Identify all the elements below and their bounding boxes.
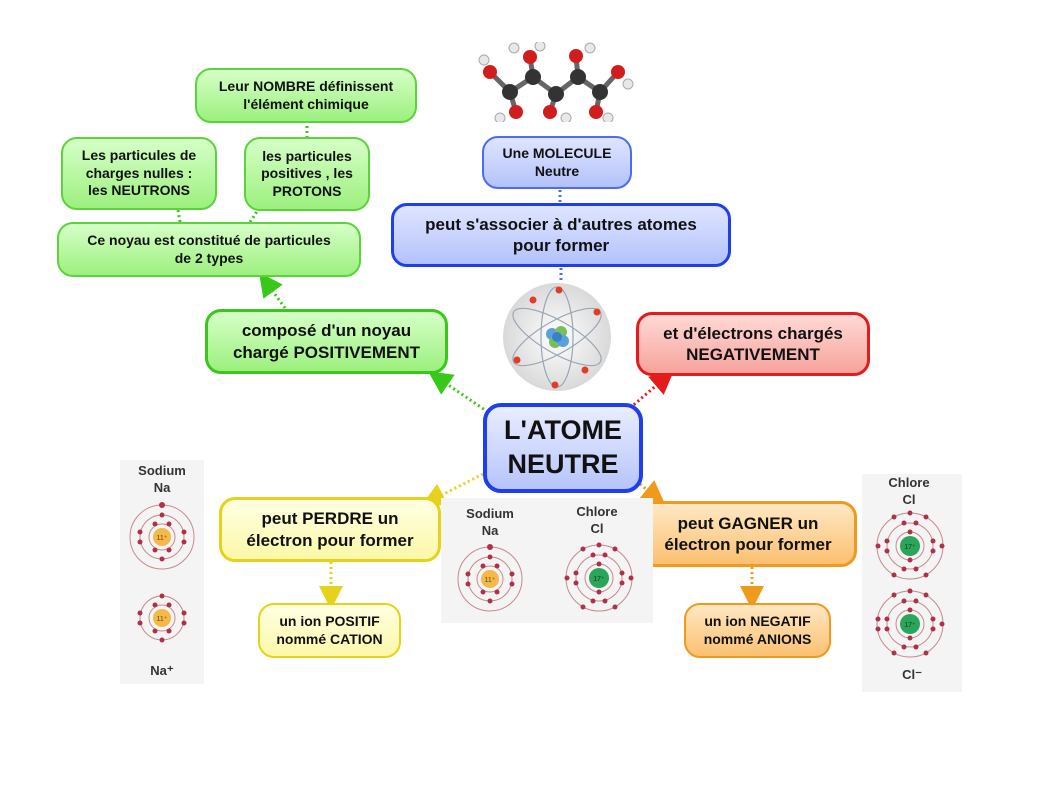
mid-sodium-charge-label: 11⁺ [485,577,496,584]
left-sodium-ion-label: Na⁺ [150,663,174,678]
noyau-types-node: Ce noyau est constitué de particules de … [57,222,361,277]
sodium-ion-charge-label: 11⁺ [157,616,168,623]
mid-chlore-charge-label: 17⁺ [593,576,605,583]
neutrons-node: Les particules de charges nulles : les N… [61,137,217,210]
line-compose-noyau [258,272,287,309]
chlore-ion-shell-diagram: 17⁺ [875,588,945,658]
gagner-node: peut GAGNER un électron pour former [639,501,857,567]
compose-node: composé d'un noyau chargé POSITIVEMENT [205,309,448,374]
left-sodium-label: Sodium Na [138,463,186,495]
sodium-shell-diagram: 11⁺ [129,502,195,570]
line-noyau-neutrons [176,209,182,223]
line-center-gagner [639,480,666,505]
protons-node: les particules positives , les PROTONS [244,137,370,211]
nombre-node: Leur NOMBRE définissent l'élément chimiq… [195,68,417,123]
sodium-ion-shell-diagram: 11⁺ [137,593,187,643]
atome-neutre-center: L'ATOME NEUTRE [483,403,643,493]
glucose-molecule-illustration [478,42,634,122]
mid-chlore-shell-diagram: 17⁺ [564,542,634,612]
sodium-chlore-panel [441,498,653,623]
line-center-electrons [629,370,675,410]
associer-node: peut s'associer à d'autres atomes pour f… [391,203,731,267]
right-chlore-label: Chlore Cl [888,475,930,507]
chlore-charge-label: 17⁺ [904,544,916,551]
molecule-node: Une MOLECULE Neutre [482,136,632,189]
chlore-shell-diagram: 17⁺ [875,510,945,580]
perdre-node: peut PERDRE un électron pour former [219,497,441,562]
sodium-ion-panel [120,460,204,684]
line-center-perdre [421,472,484,506]
mid-sodium-shell-diagram: 11⁺ [457,544,523,612]
sodium-charge-label: 11⁺ [157,535,168,542]
mid-sodium-label: Sodium Na [466,506,514,538]
line-center-compose [428,371,489,414]
atom-illustration [503,283,611,391]
anion-node: un ion NEGATIF nommé ANIONS [684,603,831,658]
chlore-ion-panel [862,474,962,692]
chlore-ion-charge-label: 17⁺ [904,622,916,629]
right-chlore-ion-label: Cl⁻ [902,667,922,682]
cation-node: un ion POSITIF nommé CATION [258,603,401,658]
line-noyau-protons [248,209,260,223]
mid-chlore-label: Chlore Cl [576,504,618,536]
electrons-node: et d'électrons chargés NEGATIVEMENT [636,312,870,376]
